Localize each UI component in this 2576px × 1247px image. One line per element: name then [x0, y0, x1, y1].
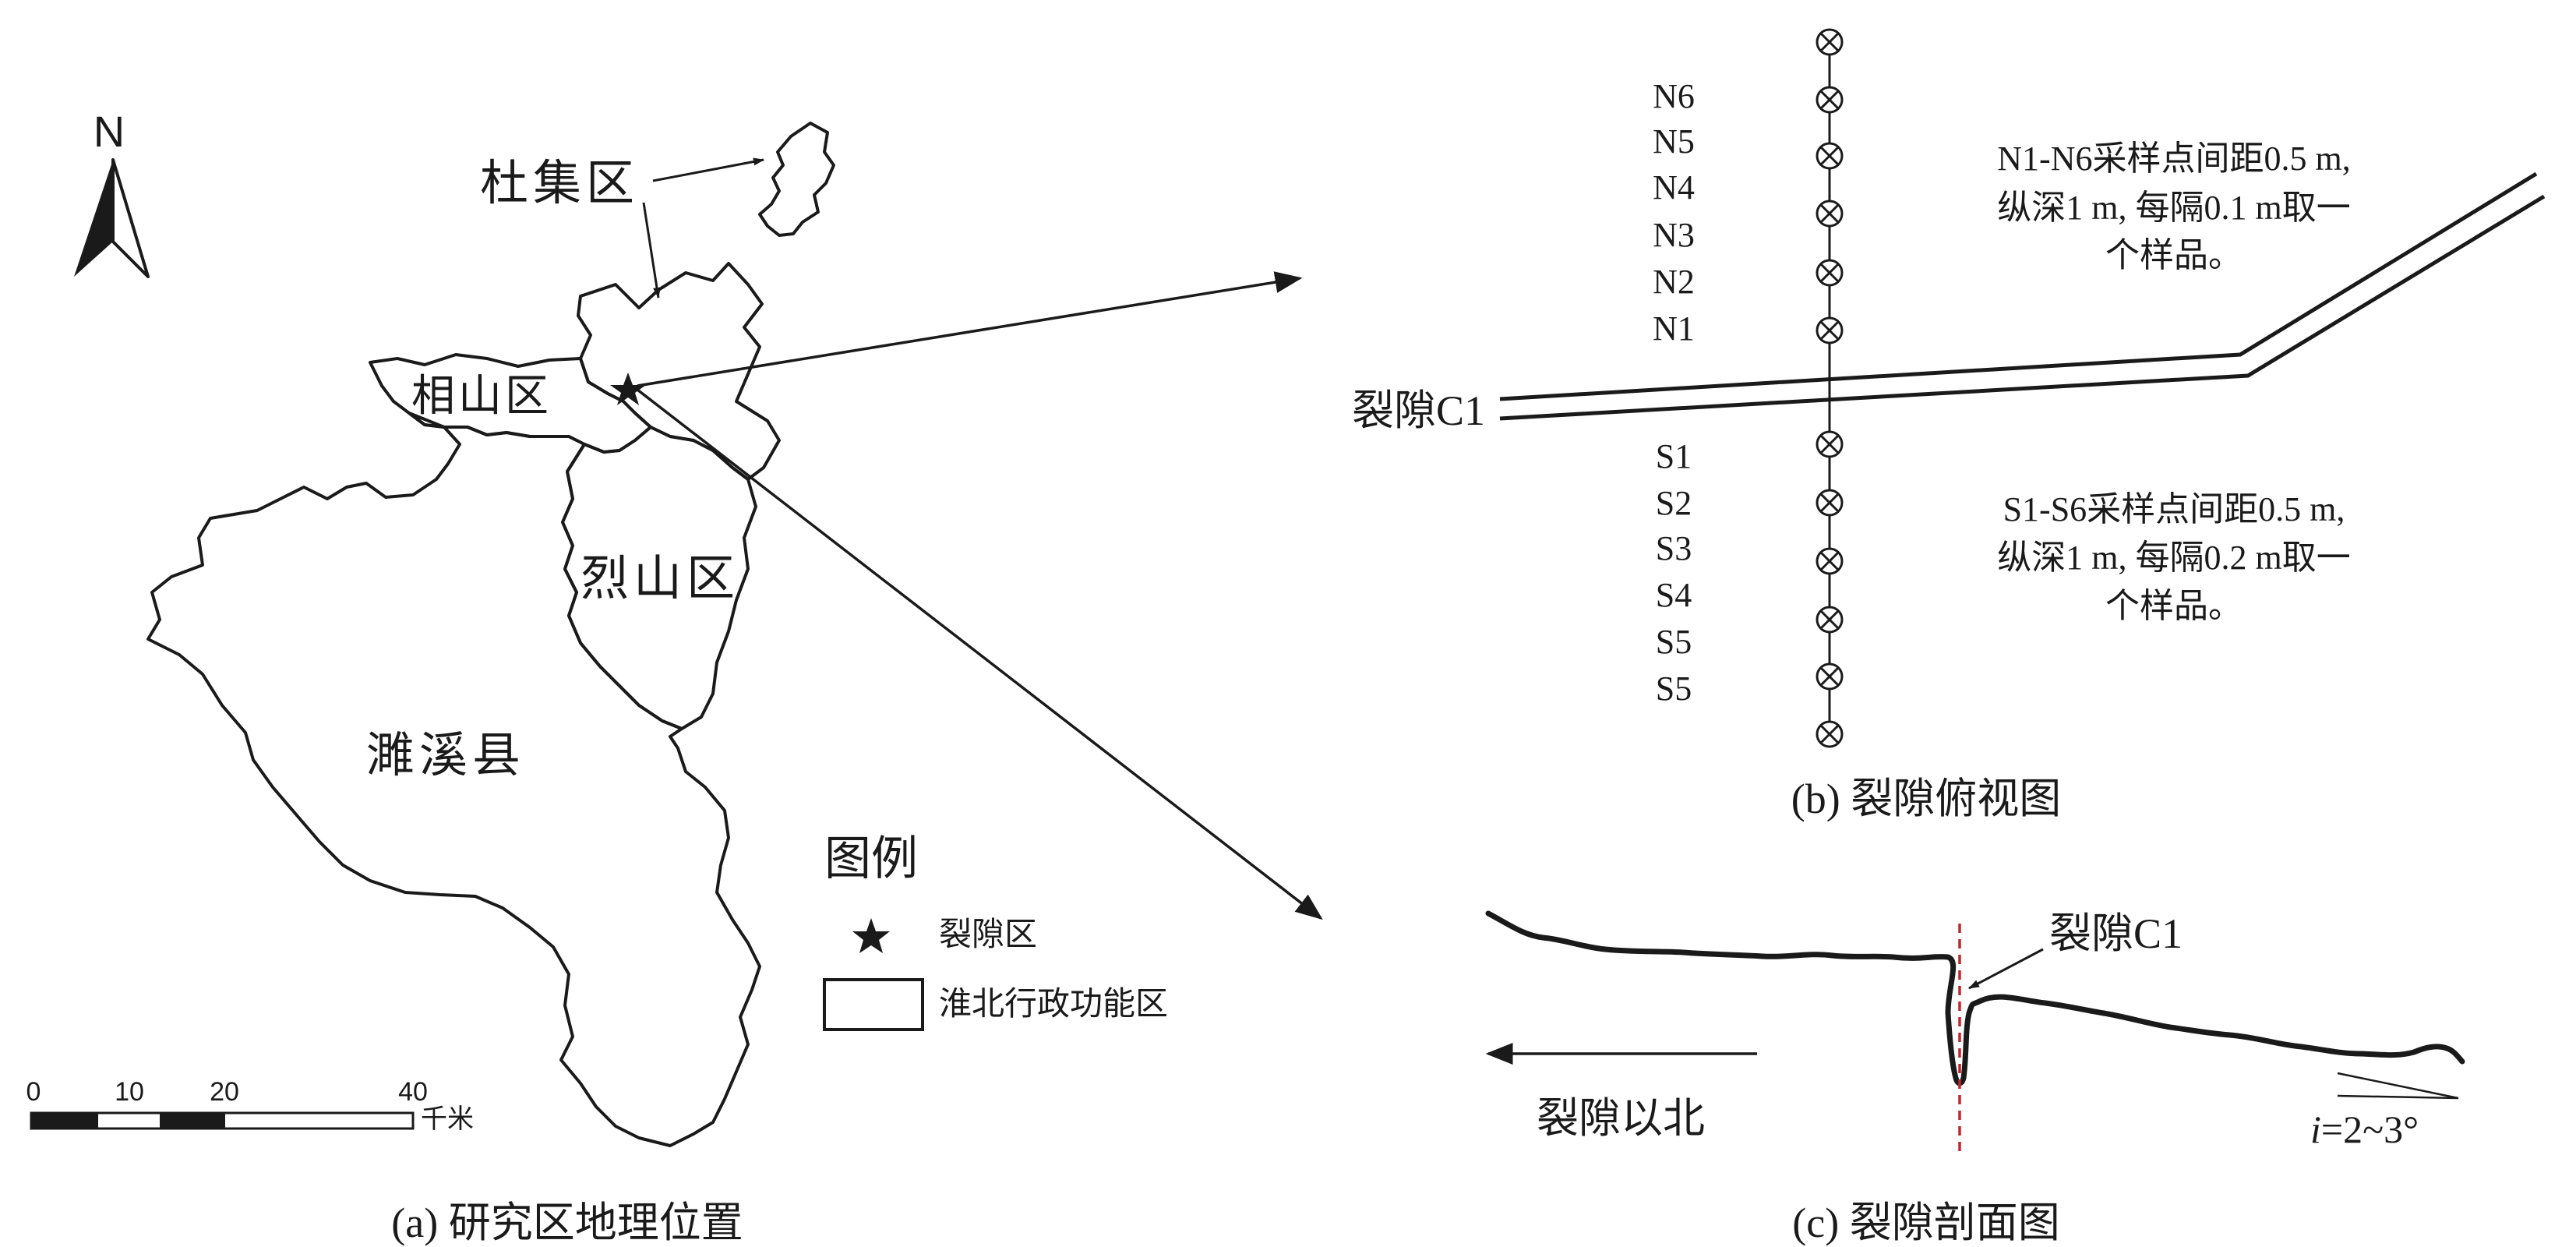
fracture-c1-plan-line-upper — [1499, 171, 2538, 401]
north-label: N — [94, 107, 125, 156]
north-arrow-icon — [74, 158, 150, 278]
panel-c-cross-section: 裂隙C1 裂隙以北 i=2~3° (c) 裂隙剖面图 — [1485, 910, 2465, 1246]
sampling-point-label-n4: N4 — [1653, 168, 1695, 207]
legend-item-fracture-label: 裂隙区 — [939, 917, 1037, 953]
sampling-point-marker-icon — [1816, 28, 1844, 56]
sampling-point-marker-icon — [1816, 316, 1844, 344]
duji-district-label: 杜集区 — [480, 157, 639, 210]
south-sampling-note-line3: 个样品。 — [2105, 587, 2243, 625]
north-sampling-note-line2: 纵深1 m, 每隔0.1 m取一 — [1997, 189, 2350, 227]
south-sampling-note-line2: 纵深1 m, 每隔0.2 m取一 — [1997, 539, 2350, 577]
sampling-point-label-s4: S4 — [1656, 576, 1692, 614]
fracture-c1-plan-line-lower — [1499, 194, 2546, 421]
duji-leader-arrow-2 — [642, 202, 661, 299]
slope-indicator-top — [2337, 1072, 2459, 1100]
sampling-point-marker-icon — [1816, 200, 1844, 228]
fracture-c1-section-label: 裂隙C1 — [2049, 910, 2183, 957]
legend-rectangle-icon — [823, 978, 924, 1031]
sampling-point-marker-icon — [1816, 720, 1844, 748]
fracture-label-leader-arrow — [1968, 948, 2044, 990]
panel-a-map: N 杜集区 相山区 烈山区 濉溪县 图例 裂隙区 淮北行政功能区 — [26, 107, 1323, 1246]
fracture-c1-plan-label: 裂隙C1 — [1352, 387, 1485, 434]
sampling-point-marker-icon — [1816, 142, 1844, 170]
sampling-point-label-n6: N6 — [1653, 77, 1695, 115]
fracture-site-star-icon — [610, 373, 646, 405]
sampling-point-marker-icon — [1816, 86, 1844, 114]
slope-italic-i: i — [2310, 1107, 2321, 1151]
north-sampling-note-line1: N1-N6采样点间距0.5 m, — [1997, 140, 2350, 178]
slope-label: i=2~3° — [2310, 1107, 2419, 1151]
xiangshan-district-label: 相山区 — [411, 373, 552, 421]
sampling-point-label-n2: N2 — [1653, 263, 1695, 301]
panel-a-caption: (a) 研究区地理位置 — [391, 1199, 743, 1246]
sampling-point-marker-icon — [1816, 430, 1844, 458]
panel-b-caption: (b) 裂隙俯视图 — [1791, 775, 2061, 822]
sampling-point-marker-icon — [1816, 547, 1844, 575]
suixi-county-label: 濉溪县 — [366, 729, 525, 782]
scale-tick-0: 0 — [26, 1077, 41, 1107]
sampling-point-label-s1: S1 — [1656, 437, 1692, 475]
arrow-to-panel-c — [636, 388, 1323, 920]
panel-c-caption: (c) 裂隙剖面图 — [1792, 1199, 2059, 1246]
legend-star-icon — [852, 918, 890, 953]
sampling-point-marker-icon — [1816, 606, 1844, 634]
scale-bar: 0 10 20 40 千米 — [26, 1077, 474, 1134]
duji-exclave-boundary — [758, 122, 835, 237]
slope-indicator-base — [2337, 1094, 2459, 1100]
sampling-point-label-n3: N3 — [1653, 216, 1695, 254]
duji-district-boundary — [577, 262, 781, 481]
sampling-point-label-n1: N1 — [1653, 309, 1695, 348]
sampling-point-label-s5b: S5 — [1656, 669, 1692, 708]
north-sampling-note-line3: 个样品。 — [2105, 236, 2243, 274]
suixi-county-boundary — [146, 412, 761, 1147]
sampling-point-label-s5: S5 — [1656, 623, 1692, 661]
slope-value: =2~3° — [2321, 1107, 2419, 1151]
lieshan-district-label: 烈山区 — [580, 553, 739, 606]
sampling-point-marker-icon — [1816, 662, 1844, 691]
legend-item-admin-label: 淮北行政功能区 — [939, 987, 1168, 1023]
legend-title: 图例 — [824, 833, 918, 885]
sampling-point-marker-icon — [1816, 489, 1844, 517]
sampling-point-label-s3: S3 — [1656, 529, 1692, 567]
scale-unit: 千米 — [421, 1104, 474, 1134]
scale-tick-10: 10 — [115, 1077, 144, 1107]
scale-tick-20: 20 — [210, 1077, 239, 1107]
sampling-point-label-n5: N5 — [1653, 122, 1695, 161]
duji-leader-arrow — [652, 157, 764, 182]
ground-profile-line — [1485, 910, 2465, 1086]
north-direction-label: 裂隙以北 — [1537, 1095, 1705, 1142]
panel-b-plan-view: 裂隙C1 N6 N5 N4 N3 N2 N1 S1 S2 S3 S4 S5 S5… — [1352, 28, 2546, 822]
scale-tick-40: 40 — [398, 1077, 428, 1107]
arrow-to-panel-b — [637, 271, 1303, 387]
south-sampling-note-line1: S1-S6采样点间距0.5 m, — [2003, 490, 2345, 528]
sampling-point-marker-icon — [1816, 259, 1844, 287]
sampling-point-label-s2: S2 — [1656, 484, 1692, 522]
